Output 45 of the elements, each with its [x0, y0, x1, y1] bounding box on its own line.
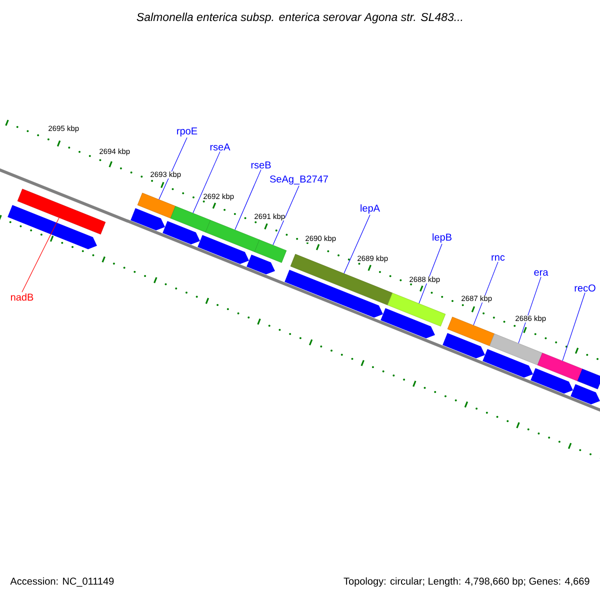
- gene-block: [198, 234, 249, 264]
- gene-bar: [447, 316, 495, 346]
- gene-label: nadB: [10, 293, 34, 301]
- gene-block: [380, 308, 435, 338]
- gene-block: [482, 348, 533, 378]
- gene-label: rseB: [251, 162, 271, 168]
- leader-line: [418, 244, 442, 304]
- leader-line: [234, 169, 262, 230]
- accession-text: Accession: NC_011149: [10, 577, 114, 587]
- leader-line: [192, 151, 220, 214]
- gene-label: lepA: [360, 204, 380, 214]
- gene-bar: [489, 334, 543, 366]
- gene-bar: [17, 188, 106, 234]
- gene-label: era: [534, 270, 548, 276]
- leader-line: [344, 214, 370, 274]
- gene-label: rseA: [210, 144, 230, 150]
- gene-label: rpoE: [177, 128, 198, 136]
- gene-bar: [254, 240, 287, 263]
- gene-label: lepB: [432, 233, 452, 243]
- leader-line: [562, 292, 586, 362]
- gene-label: recO: [574, 284, 596, 292]
- gene-bar: [537, 352, 583, 382]
- leader-line: [518, 276, 542, 344]
- gene-block: [162, 220, 200, 244]
- gene-block: [442, 332, 485, 358]
- leader-line: [158, 137, 188, 200]
- leader-line: [272, 185, 300, 246]
- gene-block: [284, 270, 383, 318]
- gene-label: rnc: [492, 255, 505, 261]
- gene-bar: [170, 206, 211, 232]
- genome-info-text: Topology: circular; Length: 4,798,660 bp; Genes: 4,669: [344, 577, 590, 587]
- gene-block: [570, 384, 600, 404]
- gene-bar: [387, 292, 446, 326]
- leader-line: [473, 262, 498, 326]
- gene-block: [8, 204, 97, 250]
- gene-block: [246, 254, 275, 274]
- gene-bar: [290, 254, 393, 306]
- title: Salmonella enterica subsp. enterica serovar Agona str. SL483...: [136, 12, 462, 24]
- gene-bar: [137, 192, 176, 218]
- gene-block: [530, 368, 573, 394]
- gene-bar: [577, 368, 600, 390]
- leader-line: [22, 218, 60, 292]
- gene-bar: [205, 220, 260, 252]
- gene-label: SeAg_B2747: [270, 175, 328, 185]
- gene-block: [130, 208, 165, 230]
